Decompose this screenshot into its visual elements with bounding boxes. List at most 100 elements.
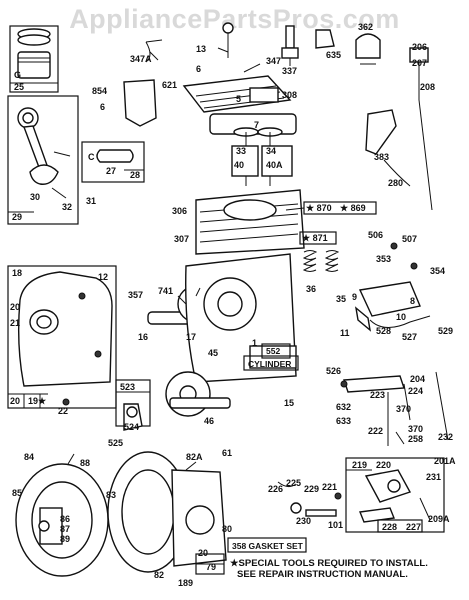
callout-220: 220 bbox=[376, 460, 391, 470]
callout-5: 5 bbox=[236, 94, 241, 104]
callout-871: ★ 871 bbox=[302, 233, 328, 243]
callout-29: 29 bbox=[12, 212, 22, 222]
callout-11: 11 bbox=[340, 328, 350, 338]
svg-text:C: C bbox=[88, 152, 95, 162]
callout-222: 222 bbox=[368, 426, 383, 436]
callout-225: 225 bbox=[286, 478, 301, 488]
cylinder-block-illustration bbox=[185, 189, 305, 383]
callout-527: 527 bbox=[402, 332, 417, 342]
callout-89: 89 bbox=[60, 534, 70, 544]
callout-337: 337 bbox=[282, 66, 297, 76]
callout-219: 219 bbox=[352, 460, 367, 470]
cylinder-head-illustration bbox=[182, 75, 297, 135]
callout-354: 354 bbox=[430, 266, 445, 276]
callout-34: 34 bbox=[266, 146, 276, 156]
callout-80: 80 bbox=[222, 524, 232, 534]
callout-353: 353 bbox=[376, 254, 391, 264]
callout-20b: 20 bbox=[10, 396, 20, 406]
breather-tube-illustration bbox=[315, 29, 381, 65]
valve-springs-illustration bbox=[302, 250, 340, 272]
callout-35: 35 bbox=[336, 294, 346, 304]
callout-40a: 40A bbox=[266, 160, 283, 170]
callout-28: 28 bbox=[130, 170, 140, 180]
callout-370b: 370 bbox=[408, 424, 423, 434]
callout-82: 82 bbox=[154, 570, 164, 580]
special-tools-note-line1: ★SPECIAL TOOLS REQUIRED TO INSTALL. bbox=[230, 558, 428, 569]
callout-227: 227 bbox=[406, 522, 421, 532]
callout-741: 741 bbox=[158, 286, 173, 296]
callout-10: 10 bbox=[396, 312, 406, 322]
callout-31: 31 bbox=[86, 196, 96, 206]
callout-30: 30 bbox=[30, 192, 40, 202]
gasket-set-frame bbox=[227, 537, 307, 553]
camshaft-gear-illustration bbox=[165, 371, 231, 417]
valves-illustration bbox=[231, 127, 293, 186]
callout-83: 83 bbox=[106, 490, 116, 500]
callout-18: 18 bbox=[12, 268, 22, 278]
special-tools-note: ★SPECIAL TOOLS REQUIRED TO INSTALL. SEE … bbox=[230, 558, 428, 580]
flywheel-illustration bbox=[15, 463, 109, 577]
callout-308: 308 bbox=[282, 90, 297, 100]
callout-87: 87 bbox=[60, 524, 70, 534]
cylinder-label: CYLINDER bbox=[248, 359, 291, 369]
callout-357: 357 bbox=[128, 290, 143, 300]
callout-524: 524 bbox=[124, 422, 139, 432]
callout-854: 854 bbox=[92, 86, 107, 96]
callout-36: 36 bbox=[306, 284, 316, 294]
piston-pin-illustration: C bbox=[81, 141, 145, 183]
muffler-illustration bbox=[354, 242, 431, 332]
callout-307: 307 bbox=[174, 234, 189, 244]
callout-230: 230 bbox=[296, 516, 311, 526]
callout-21: 21 bbox=[10, 318, 20, 328]
callout-506: 506 bbox=[368, 230, 383, 240]
callout-228: 228 bbox=[382, 522, 397, 532]
callout-7: 7 bbox=[254, 120, 259, 130]
star-871-frame bbox=[299, 231, 337, 245]
callout-40: 40 bbox=[234, 160, 244, 170]
callout-526: 526 bbox=[326, 366, 341, 376]
callout-6: 6 bbox=[196, 64, 201, 74]
head-bolt-illustration bbox=[222, 22, 234, 58]
callout-9: 9 bbox=[352, 292, 357, 302]
callout-17: 17 bbox=[186, 332, 196, 342]
callout-525: 525 bbox=[108, 438, 123, 448]
callout-6b: 6 bbox=[100, 102, 105, 112]
callout-33: 33 bbox=[236, 146, 246, 156]
callout-201a: 201A bbox=[434, 456, 456, 466]
blower-housing-illustration bbox=[107, 451, 227, 575]
callout-207: 207 bbox=[412, 58, 427, 68]
gasket-set-label: 358 GASKET SET bbox=[232, 541, 304, 551]
carburetor-illustration bbox=[345, 457, 445, 533]
callout-869: ★ 869 bbox=[340, 203, 366, 213]
callout-22: 22 bbox=[58, 406, 68, 416]
governor-assembly-illustration bbox=[115, 379, 151, 431]
callout-25: 25 bbox=[14, 82, 24, 92]
callout-61: 61 bbox=[222, 448, 232, 458]
callout-g: G bbox=[14, 70, 21, 80]
callout-82a: 82A bbox=[186, 452, 203, 462]
callout-383: 383 bbox=[374, 152, 389, 162]
callout-numbers: 5 6 6 7 8 9 10 11 12 13 15 16 17 18 19★ … bbox=[10, 22, 456, 588]
callout-370: 370 bbox=[396, 404, 411, 414]
callout-84: 84 bbox=[24, 452, 34, 462]
callout-45: 45 bbox=[208, 348, 218, 358]
callout-1: 1 bbox=[252, 338, 257, 348]
star-callout-frame bbox=[303, 201, 377, 215]
callout-88: 88 bbox=[80, 458, 90, 468]
callout-633: 633 bbox=[336, 416, 351, 426]
callout-15: 15 bbox=[284, 398, 294, 408]
callout-870: ★ 870 bbox=[306, 203, 332, 213]
callout-209a: 209A bbox=[428, 514, 450, 524]
callout-27: 27 bbox=[106, 166, 116, 176]
leader-lines bbox=[67, 47, 405, 471]
callout-529: 529 bbox=[438, 326, 453, 336]
callout-523: 523 bbox=[120, 382, 135, 392]
oil-sump-illustration bbox=[7, 265, 117, 409]
callout-232: 232 bbox=[438, 432, 453, 442]
oil-fill-tube-illustration bbox=[365, 109, 411, 187]
piston-ring-set-illustration bbox=[9, 25, 59, 93]
callout-224: 224 bbox=[408, 386, 423, 396]
callout-362: 362 bbox=[358, 22, 373, 32]
callout-12: 12 bbox=[98, 272, 108, 282]
